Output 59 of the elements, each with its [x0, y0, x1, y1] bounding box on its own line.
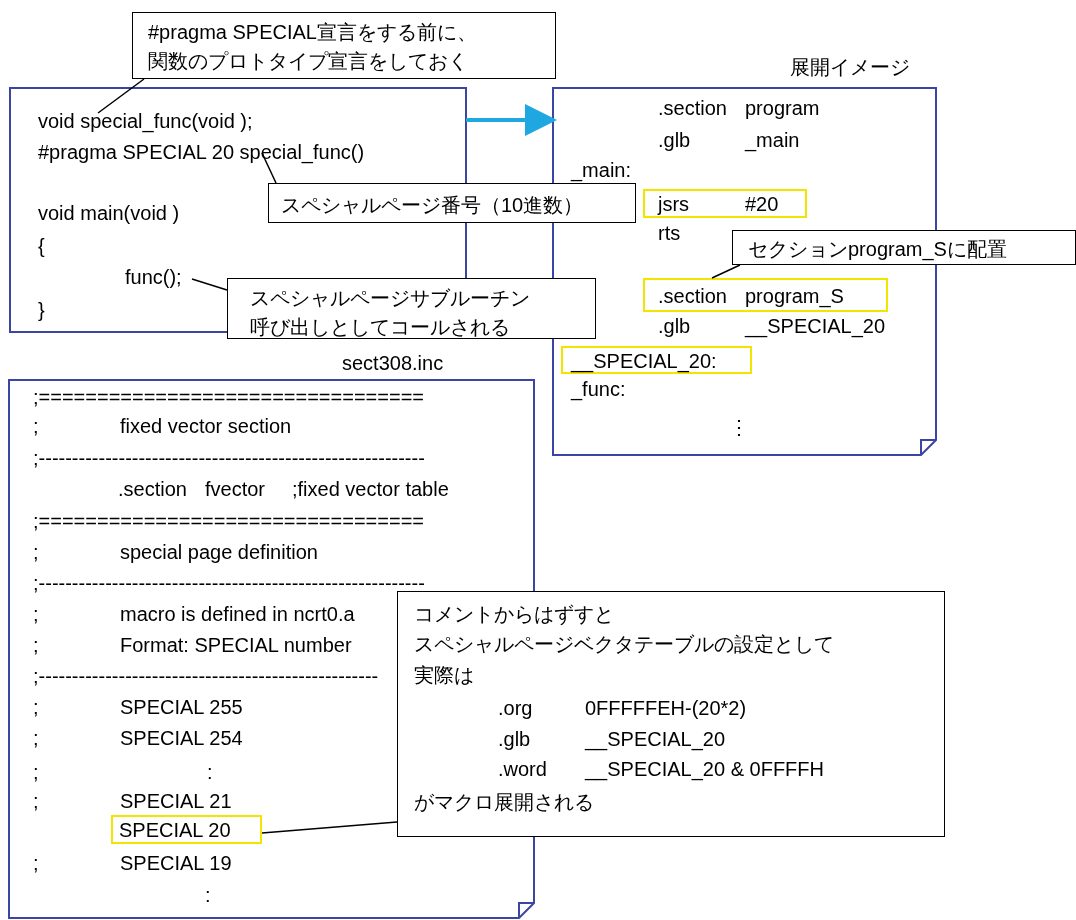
callout-text: #pragma SPECIAL宣言をする前に、関数のプロトタイプ宣言をしておく — [148, 20, 478, 74]
code-line: { — [38, 234, 45, 258]
callout-text: .org 0FFFFFEH-(20*2) — [498, 696, 747, 720]
code-line: .section program_S — [658, 284, 844, 308]
leader-line — [261, 152, 277, 184]
code-line: __SPECIAL_20: — [571, 349, 717, 373]
leader-line — [261, 821, 398, 834]
callout-text: .word __SPECIAL_20 & 0FFFFH — [498, 757, 824, 781]
code-line: ;================================= — [33, 509, 424, 533]
callout-text: .glb __SPECIAL_20 — [498, 727, 726, 751]
code-line: : — [205, 883, 211, 907]
code-line: void main(void ) — [38, 201, 180, 225]
callout-text: スペシャルページ番号（10進数） — [281, 193, 584, 218]
code-line: .glb _main — [658, 128, 800, 152]
callout-box — [227, 278, 596, 339]
leader-line — [711, 264, 741, 279]
highlight-box — [561, 346, 752, 374]
code-line: .glb __SPECIAL_20 — [658, 314, 886, 338]
panel-title: 展開イメージ — [790, 55, 910, 79]
callout-box — [268, 183, 636, 223]
callout-text: がマクロ展開される — [414, 790, 594, 814]
code-line: ; SPECIAL 19 — [33, 851, 232, 875]
code-line: ;--------------------------------------------------- — [33, 664, 379, 688]
code-line: .section program — [658, 96, 820, 120]
code-line: ; SPECIAL 254 — [33, 726, 243, 750]
code-line: SPECIAL 20 — [119, 818, 231, 842]
code-line: ; fixed vector section — [33, 414, 292, 438]
code-line: _func: — [571, 377, 626, 401]
callout-text: セクションprogram_Sに配置 — [748, 237, 1007, 263]
code-line: #pragma SPECIAL 20 special_func() — [38, 140, 365, 164]
code-line: ;================================= — [33, 385, 424, 409]
callout-box — [732, 230, 1076, 265]
code-line: ; macro is defined in ncrt0.a — [33, 602, 355, 626]
code-line: ; SPECIAL 255 — [33, 695, 243, 719]
highlight-box — [111, 815, 262, 844]
leader-line — [191, 278, 228, 291]
callout-text: スペシャルページベクタテーブルの設定として — [414, 632, 834, 656]
callout-box — [132, 12, 556, 79]
code-line: _main: — [571, 158, 632, 182]
panel-title: sect308.inc — [342, 351, 444, 375]
code-line: ;---------------------------------------------------------- — [33, 571, 425, 595]
code-line: } — [38, 298, 45, 322]
code-line: rts — [658, 221, 681, 245]
arrow — [466, 104, 557, 136]
callout-text: 実際は — [414, 663, 474, 687]
callout-text: コメントからはずすと — [414, 602, 614, 626]
code-line: ;---------------------------------------------------------- — [33, 446, 425, 470]
highlight-box — [643, 189, 807, 218]
code-line: ; SPECIAL 21 — [33, 789, 232, 813]
code-line: ; Format: SPECIAL number — [33, 633, 352, 657]
code-line: ; : — [33, 760, 213, 784]
code-line: .section fvector ;fixed vector table — [118, 477, 449, 501]
callout-box — [397, 591, 945, 837]
code-line: jsrs #20 — [658, 192, 779, 216]
code-line: void special_func(void ); — [38, 109, 253, 133]
code-line: ⋮ — [729, 415, 749, 439]
code-line: func(); — [125, 265, 182, 289]
code-line: ; special page definition — [33, 540, 318, 564]
highlight-box — [643, 278, 888, 312]
